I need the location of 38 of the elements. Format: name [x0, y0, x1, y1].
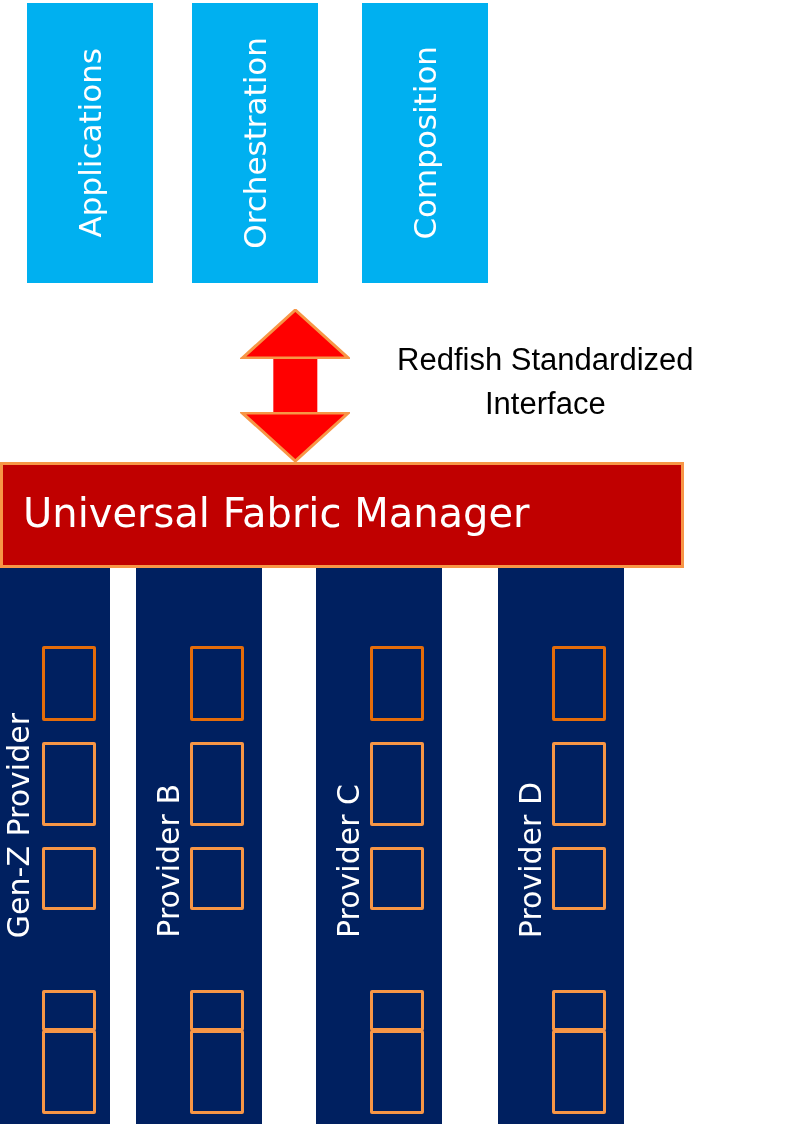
module-box — [190, 990, 244, 1031]
module-box — [552, 742, 606, 826]
manager-label: Universal Fabric Manager — [23, 489, 530, 537]
module-box — [370, 847, 424, 910]
provider-column — [498, 568, 624, 1124]
module-box — [190, 847, 244, 910]
module-box — [42, 847, 96, 910]
layer-box — [362, 3, 488, 283]
module-box — [370, 990, 424, 1031]
provider-column — [316, 568, 442, 1124]
provider-column — [136, 568, 262, 1124]
module-box — [552, 1030, 606, 1114]
module-box — [42, 1030, 96, 1114]
module-box — [42, 742, 96, 826]
module-box — [370, 646, 424, 721]
module-box — [370, 1030, 424, 1114]
module-box — [552, 847, 606, 910]
edge-label: Redfish Standardized Interface — [396, 340, 695, 424]
module-box — [552, 990, 606, 1031]
module-box — [190, 1030, 244, 1114]
layer-label: Applications — [74, 48, 106, 238]
layer-box — [192, 3, 318, 283]
layer-box — [27, 3, 153, 283]
double-arrow — [240, 308, 350, 463]
module-box — [552, 646, 606, 721]
provider-label: Provider D — [516, 781, 546, 938]
module-box — [190, 742, 244, 826]
fabric-manager-bar — [0, 462, 684, 568]
provider-label: Gen-Z Provider — [4, 712, 34, 938]
provider-label: Provider B — [154, 784, 184, 938]
module-box — [42, 646, 96, 721]
module-box — [42, 990, 96, 1031]
layer-label: Orchestration — [239, 37, 271, 249]
provider-column — [0, 568, 110, 1124]
layer-label: Composition — [409, 46, 441, 240]
module-box — [370, 742, 424, 826]
module-box — [190, 646, 244, 721]
provider-label: Provider C — [334, 784, 364, 938]
